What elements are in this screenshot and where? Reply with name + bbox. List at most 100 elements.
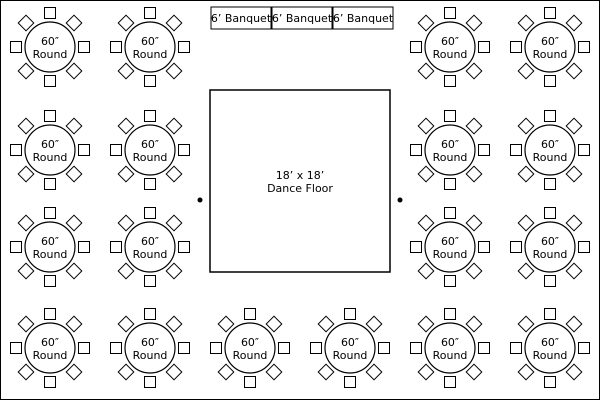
chair	[210, 342, 222, 354]
round-table: 60″Round	[10, 207, 90, 287]
entry-dot	[197, 197, 203, 203]
chair	[10, 241, 22, 253]
round-table-top	[424, 221, 476, 273]
chair	[478, 41, 490, 53]
chair	[17, 262, 35, 280]
chair	[117, 214, 135, 232]
chair	[244, 308, 256, 320]
chair	[510, 144, 522, 156]
chair	[65, 62, 83, 80]
round-size-label: 60″	[541, 35, 559, 48]
chair	[365, 315, 383, 333]
round-table: 60″Round	[110, 207, 190, 287]
round-table: 60″Round	[410, 110, 490, 190]
round-table-top	[424, 124, 476, 176]
chair	[44, 376, 56, 388]
chair	[110, 144, 122, 156]
chair	[578, 41, 590, 53]
chair	[517, 214, 535, 232]
chair	[244, 376, 256, 388]
chair	[10, 41, 22, 53]
chair	[517, 117, 535, 135]
chair	[417, 62, 435, 80]
chair	[78, 241, 90, 253]
chair	[217, 363, 235, 381]
banquet-label: 6’ Banquet	[211, 12, 272, 25]
round-table-top	[124, 21, 176, 73]
chair	[465, 165, 483, 183]
chair	[417, 117, 435, 135]
chair	[78, 342, 90, 354]
chair	[65, 363, 83, 381]
chair	[578, 144, 590, 156]
chair	[478, 342, 490, 354]
chair	[78, 144, 90, 156]
chair	[44, 207, 56, 219]
chair	[544, 275, 556, 287]
round-table-top	[124, 221, 176, 273]
chair	[565, 14, 583, 32]
round-type-label: Round	[33, 48, 68, 61]
chair	[544, 207, 556, 219]
chair	[517, 363, 535, 381]
chair	[344, 308, 356, 320]
round-size-label: 60″	[341, 336, 359, 349]
round-type-label: Round	[533, 349, 568, 362]
chair	[444, 178, 456, 190]
round-table-top	[124, 322, 176, 374]
chair	[410, 144, 422, 156]
chair	[165, 14, 183, 32]
chair	[117, 62, 135, 80]
chair	[517, 315, 535, 333]
chair	[378, 342, 390, 354]
chair	[165, 117, 183, 135]
chair	[344, 376, 356, 388]
round-table: 60″Round	[310, 308, 390, 388]
round-table: 60″Round	[510, 110, 590, 190]
chair	[317, 315, 335, 333]
chair	[410, 241, 422, 253]
chair	[444, 308, 456, 320]
chair	[178, 41, 190, 53]
chair	[17, 14, 35, 32]
round-type-label: Round	[133, 248, 168, 261]
chair	[65, 14, 83, 32]
round-table-top	[524, 322, 576, 374]
chair	[565, 363, 583, 381]
chair	[417, 14, 435, 32]
chair	[465, 262, 483, 280]
chair	[444, 110, 456, 122]
chair	[565, 214, 583, 232]
chair	[110, 41, 122, 53]
chair	[410, 342, 422, 354]
round-table-top	[524, 124, 576, 176]
chair	[465, 14, 483, 32]
round-type-label: Round	[33, 151, 68, 164]
round-table-top	[24, 21, 76, 73]
round-size-label: 60″	[141, 138, 159, 151]
chair	[565, 165, 583, 183]
chair	[544, 75, 556, 87]
chair	[465, 117, 483, 135]
chair	[144, 376, 156, 388]
chair	[510, 241, 522, 253]
chair	[544, 308, 556, 320]
chair	[478, 144, 490, 156]
chair	[65, 214, 83, 232]
round-table: 60″Round	[510, 7, 590, 87]
chair	[444, 75, 456, 87]
chair	[444, 207, 456, 219]
chair	[17, 214, 35, 232]
chair	[444, 7, 456, 19]
round-size-label: 60″	[41, 235, 59, 248]
round-table-top	[324, 322, 376, 374]
chair	[178, 241, 190, 253]
chair	[117, 165, 135, 183]
chair	[144, 75, 156, 87]
chair	[117, 14, 135, 32]
round-table: 60″Round	[10, 308, 90, 388]
round-table-top	[524, 221, 576, 273]
chair	[417, 262, 435, 280]
chair	[117, 262, 135, 280]
round-type-label: Round	[33, 248, 68, 261]
